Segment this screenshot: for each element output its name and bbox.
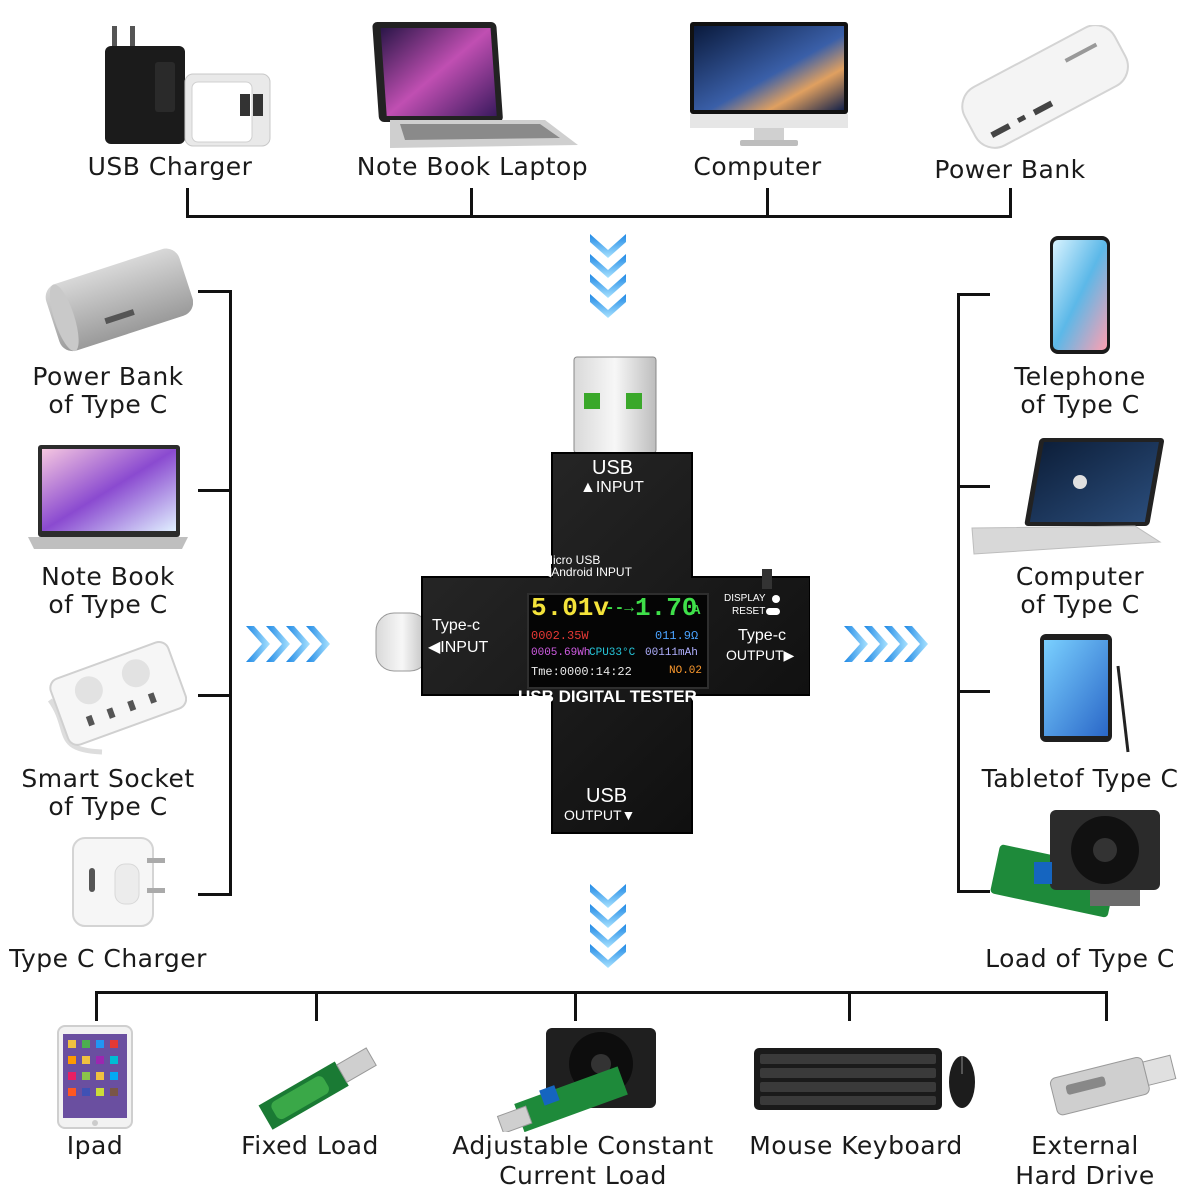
laptop-icon [971,438,1165,555]
top-source-label: Power Bank [934,155,1086,184]
right-bracket-tick [957,293,990,296]
reset-button-dot[interactable] [766,608,780,615]
tester-screen: 5.01v --→ 1.70 A 0002.35W 011.9Ω 0005.69… [527,593,709,689]
power-bank-icon [961,25,1129,149]
adjustable-load-icon [496,1028,656,1132]
laptop-icon [28,445,188,549]
top-source-label: Computer [693,152,822,181]
typec-input-direction: ◀INPUT [428,639,489,656]
resistance-readout: 011.9Ω [655,629,699,643]
usb-output-label: USB [586,785,628,807]
device-name: USB DIGITAL TESTER [518,687,697,706]
power-readout: 0002.35W [531,629,589,643]
right-load-label: of Type C [1020,390,1140,419]
top-bracket-horizontal [186,215,1012,218]
usb-output-direction: OUTPUT▼ [564,807,636,823]
left-source-label: of Type C [48,792,168,821]
capacity-readout: 00111mAh [645,647,698,659]
left-bracket-tick [198,893,232,896]
android-input-label: ◀Android INPUT [542,565,632,579]
usb-input-direction: ▲INPUT [580,479,644,496]
right-bracket-vertical [957,293,960,893]
type-c-charger-icon [72,837,165,927]
fan-load-icon [990,810,1160,918]
right-load-label: Computer [1015,562,1145,591]
bottom-bracket-tick [574,991,577,1021]
top-source-label: Note Book Laptop [356,152,589,181]
cpu-temp-readout: CPU33°C [589,647,636,659]
bottom-load-label: Fixed Load [241,1131,379,1160]
right-load-label: Tabletof Type C [981,764,1179,793]
left-source-label: of Type C [48,590,168,619]
record-number: NO.02 [669,665,703,677]
micro-usb-label: Micro USB [543,553,601,567]
typec-output-label: Type-c [738,627,787,644]
top-bracket-tick [1009,188,1012,218]
flash-drive-icon [1049,1054,1177,1116]
bottom-load-label: Mouse Keyboard [749,1131,963,1160]
voltage-readout: 5.01v [531,593,610,623]
left-bracket-tick [198,489,232,492]
current-unit: A [692,603,701,619]
left-source-label: Note Book [41,562,175,591]
tablet-icon [1040,634,1130,753]
computer-monitor-icon [690,22,848,146]
top-source-label: USB Charger [87,152,253,181]
display-button-dot[interactable] [772,595,780,603]
bottom-bracket-tick [848,991,851,1021]
left-source-label: Smart Socket [21,764,195,793]
fixed-load-icon [258,1047,377,1130]
socket-icon [47,641,187,755]
ipad-icon [57,1025,133,1129]
left-bracket-tick [198,694,232,697]
current-readout: 1.70 [635,593,698,623]
left-source-label: Power Bank [32,362,184,391]
bottom-bracket-horizontal [95,991,1108,994]
phone-icon [1050,236,1110,354]
bottom-bracket-tick [95,991,98,1021]
left-bracket-tick [198,290,232,293]
laptop-icon [372,22,578,148]
energy-readout: 0005.69Wh [531,647,591,659]
right-chevrons-icon-left [246,626,330,662]
usb-digital-tester: USB ▲INPUT Micro USB ◀Android INPUT Type… [370,355,810,840]
flow-arrow: --→ [605,599,634,617]
left-bracket-vertical [229,290,232,896]
bottom-load-label: Current Load [499,1161,667,1190]
bottom-load-label: Ipad [66,1131,124,1160]
typec-input-label: Type-c [432,617,481,634]
right-load-label: Telephone [1014,362,1146,391]
top-bracket-tick [470,188,473,218]
bottom-load-label: Adjustable Constant [452,1131,714,1160]
right-bracket-tick [957,690,990,693]
right-chevrons-icon-right [844,626,928,662]
right-bracket-tick [957,485,990,488]
typec-output-direction: OUTPUT▶ [726,647,795,663]
power-bank-icon [45,248,193,352]
down-chevrons-icon-top [590,234,626,318]
right-bracket-tick [957,890,990,893]
bottom-bracket-tick [315,991,318,1021]
bottom-bracket-tick [1105,991,1108,1021]
down-chevrons-icon-bottom [590,884,626,968]
display-button-label[interactable]: DISPLAY [724,593,766,604]
reset-button-label[interactable]: RESET [732,606,766,617]
bottom-load-label: Hard Drive [1015,1161,1155,1190]
right-load-label: Load of Type C [985,944,1175,973]
time-readout: Tme:0000:14:22 [531,665,632,679]
left-source-label: of Type C [48,390,168,419]
top-bracket-tick [766,188,769,218]
bottom-load-label: External [1031,1131,1139,1160]
usb-charger-icon [105,26,271,147]
left-source-label: Type C Charger [9,944,207,973]
usb-input-label: USB [592,457,634,479]
right-load-label: of Type C [1020,590,1140,619]
keyboard-mouse-icon [754,1048,975,1110]
top-bracket-tick [186,188,189,218]
